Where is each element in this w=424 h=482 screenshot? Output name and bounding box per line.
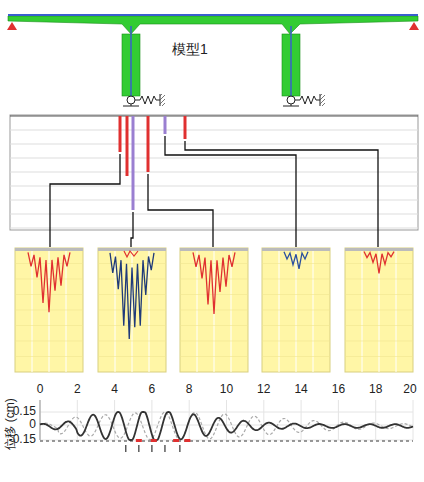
- section-panel: [345, 248, 413, 372]
- axis-tick: 2: [74, 383, 81, 396]
- axis-tick: 20: [403, 383, 416, 396]
- axis-title: 位移 (cm): [4, 398, 17, 449]
- section-panel: [180, 248, 248, 372]
- axis-tick: 18: [369, 383, 382, 396]
- axis-tick: 0: [29, 418, 36, 431]
- grid-line: [10, 172, 418, 173]
- grid-line: [10, 144, 418, 145]
- section-panels: [15, 248, 413, 372]
- section-panel: [98, 248, 166, 372]
- section-panel: [15, 248, 83, 372]
- axis-tick: 14: [294, 383, 307, 396]
- axis-tick: 0: [37, 383, 44, 396]
- displacement-chart: [40, 400, 413, 452]
- bridge-model: [7, 15, 419, 106]
- grid-line: [10, 228, 418, 229]
- grid-line: [10, 186, 418, 187]
- axis-tick: 8: [186, 383, 193, 396]
- leader-lines: [50, 136, 378, 247]
- response-chart: [10, 115, 418, 230]
- section-panel: [262, 248, 330, 372]
- grid-line: [10, 130, 418, 131]
- axis-tick: 10: [220, 383, 233, 396]
- axis-tick: 12: [257, 383, 270, 396]
- grid-line: [10, 158, 418, 159]
- axis-tick: 16: [332, 383, 345, 396]
- grid-line: [10, 200, 418, 201]
- axis-tick: 4: [111, 383, 118, 396]
- grid-line: [10, 214, 418, 215]
- axis-tick: 6: [149, 383, 156, 396]
- model-title: 模型1: [172, 42, 208, 57]
